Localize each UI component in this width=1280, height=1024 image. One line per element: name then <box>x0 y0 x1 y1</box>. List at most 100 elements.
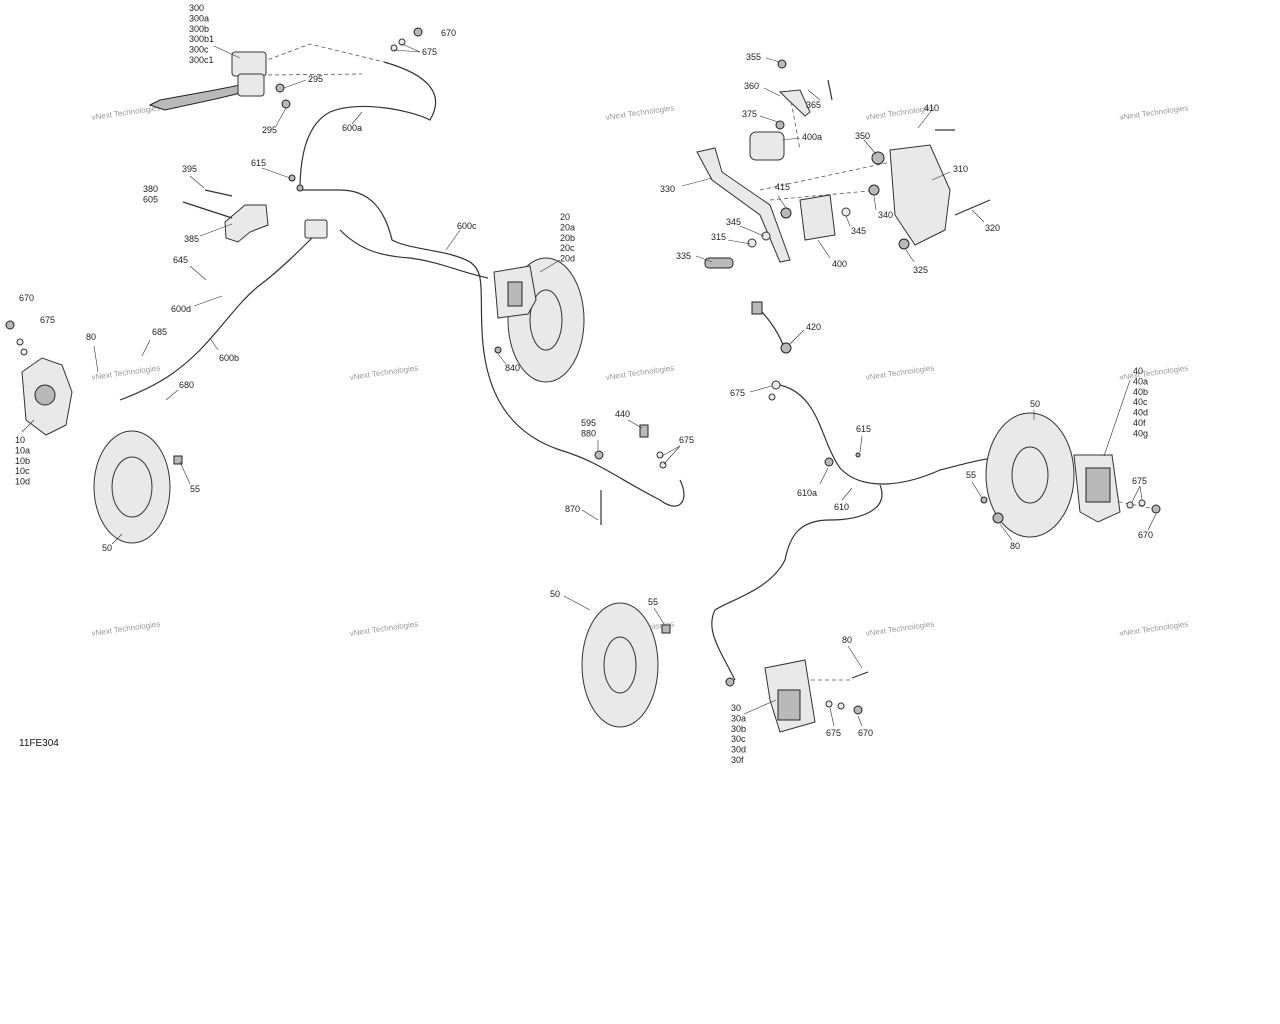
leader-line <box>141 339 151 357</box>
callout-line: 675 <box>679 435 694 445</box>
disc-hub <box>529 289 563 351</box>
callout-line: 295 <box>308 74 323 84</box>
part-callout: 350 <box>855 131 870 141</box>
callout-line: 375 <box>742 109 757 119</box>
fitting <box>775 120 785 130</box>
watermark: vNext Technologies <box>865 619 935 638</box>
leader-line <box>1139 485 1143 501</box>
callout-line: 300a <box>189 13 209 23</box>
bolt <box>851 671 869 679</box>
callout-line: 615 <box>856 424 871 434</box>
part-callout: 675 <box>422 47 437 57</box>
bleeder <box>5 320 15 330</box>
callout-line: 315 <box>711 232 726 242</box>
leader-line <box>497 353 507 365</box>
callout-line: 615 <box>251 158 266 168</box>
leader-line <box>189 265 207 281</box>
part-callout: 335 <box>676 251 691 261</box>
leader-line <box>739 225 765 237</box>
leader-line <box>189 175 205 189</box>
washer <box>841 207 851 217</box>
watermark: vNext Technologies <box>605 363 675 382</box>
callout-line: 50 <box>102 543 112 553</box>
callout-line: 675 <box>422 47 437 57</box>
leader-line <box>777 195 787 209</box>
bracket-385 <box>182 189 269 243</box>
callout-line: 675 <box>1132 476 1147 486</box>
master-cylinder-body <box>237 73 265 97</box>
leader-line <box>1147 513 1157 531</box>
washer <box>761 231 771 241</box>
callout-line: 300c <box>189 45 209 55</box>
nut <box>780 207 792 219</box>
callout-line: 295 <box>262 125 277 135</box>
part-callout: 400 <box>832 259 847 269</box>
rear-reservoir <box>749 131 785 161</box>
watermark: vNext Technologies <box>1119 619 1189 638</box>
part-callout: 600b <box>219 353 239 363</box>
brake-line-branch <box>339 229 489 279</box>
callout-line: 10c <box>15 466 30 476</box>
callout-line: 335 <box>676 251 691 261</box>
leader-line <box>905 249 915 263</box>
banjo-bolt <box>413 27 423 37</box>
callout-line: 40d <box>1133 408 1148 418</box>
washer <box>16 338 24 346</box>
leader-line <box>999 523 1013 541</box>
callout-line: 410 <box>924 103 939 113</box>
callout-line: 675 <box>40 315 55 325</box>
callout-line: 670 <box>1138 530 1153 540</box>
dashed-leaders <box>261 43 1151 681</box>
banjo-bolt <box>281 99 291 109</box>
callout-line: 440 <box>615 409 630 419</box>
part-callout: 355 <box>746 52 761 62</box>
fitting <box>777 59 787 69</box>
callout-line: 360 <box>744 81 759 91</box>
leader-line <box>971 209 985 223</box>
part-callout: 345 <box>851 226 866 236</box>
brake-pedal <box>696 147 791 263</box>
leader-line <box>845 215 851 227</box>
leader-line <box>781 137 801 141</box>
callout-line: 605 <box>143 194 158 204</box>
part-callout: 440 <box>615 409 630 419</box>
caliper-piston <box>34 384 56 406</box>
sensor-connector <box>751 301 763 315</box>
callout-line: 40b <box>1133 387 1148 397</box>
caliper-pad <box>777 689 801 721</box>
callout-line: 40f <box>1133 418 1146 428</box>
callout-line: 40 <box>1133 366 1143 376</box>
washer <box>656 451 664 459</box>
banjo-fitting <box>639 424 649 438</box>
callout-line: 300c1 <box>189 55 214 65</box>
part-callout: 320 <box>985 223 1000 233</box>
callout-line: 420 <box>806 322 821 332</box>
leader-line <box>199 223 233 237</box>
callout-line: 395 <box>182 164 197 174</box>
sensor-switch <box>780 342 792 354</box>
part-callout: 50 <box>1030 399 1040 409</box>
callout-line: 340 <box>878 210 893 220</box>
part-callout: 680 <box>179 380 194 390</box>
clip <box>824 457 834 467</box>
callout-line: 80 <box>86 332 96 342</box>
callout-line: 30a <box>731 713 746 723</box>
leader-line <box>275 107 287 127</box>
callout-line: 50 <box>550 589 560 599</box>
callout-line: 10 <box>15 435 25 445</box>
part-callout: 600d <box>171 304 191 314</box>
leader-line <box>401 43 421 53</box>
center-fittings <box>594 424 667 525</box>
diagram-code: 11FE304 <box>19 738 59 749</box>
part-callout: 645 <box>173 255 188 265</box>
callout-line: 30c <box>731 734 746 744</box>
leader-line <box>111 533 123 545</box>
callout-line: 595 <box>581 418 596 428</box>
callout-line: 345 <box>851 226 866 236</box>
leader-line <box>873 195 877 211</box>
part-callout: 685 <box>152 327 167 337</box>
disc-hub <box>111 456 153 518</box>
